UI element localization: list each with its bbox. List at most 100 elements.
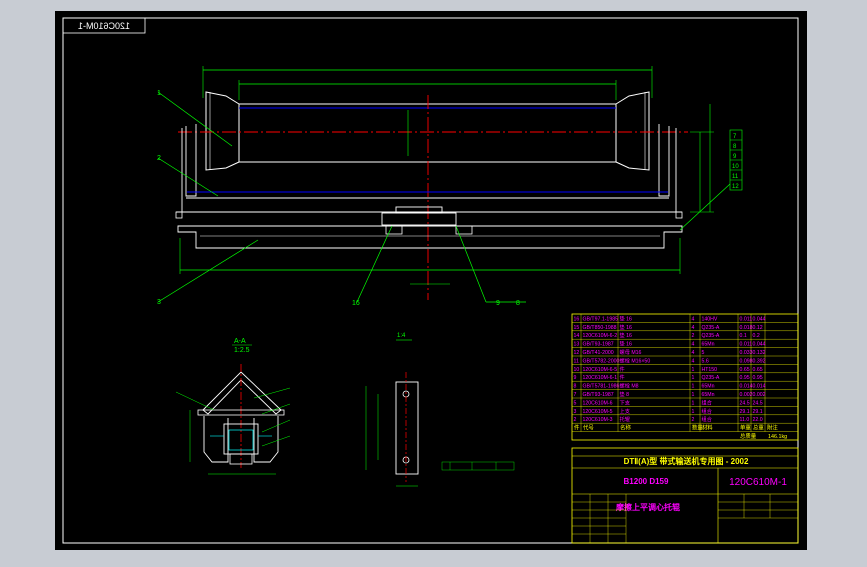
- bom-cell-qty: 4: [692, 350, 695, 356]
- bom-cell-code: 120C610M-6: [583, 400, 613, 406]
- bom-cell-name: 垫 16: [620, 340, 633, 348]
- bom-header-cell: 总重: [753, 424, 764, 432]
- bom-cell-code: 120C610M-6-2: [583, 333, 618, 339]
- bom-cell-idx: 7: [574, 392, 577, 398]
- drawing-sheet: [55, 11, 807, 550]
- balloon-11[interactable]: 11: [732, 174, 739, 180]
- bom-cell-w1: 0.033: [740, 350, 753, 356]
- bom-cell-qty: 4: [692, 325, 695, 331]
- bom-cell-w1: 24.5: [740, 400, 750, 406]
- roller-body: [238, 103, 617, 163]
- bom-cell-code: GB/T5781-1986: [583, 384, 620, 390]
- bom-cell-code: GB/T93-1987: [583, 392, 614, 398]
- bom-cell-code: GB/T93-1987: [583, 342, 614, 348]
- bom-cell-w2: 0.392: [753, 358, 766, 364]
- bom-cell-code: GB/T97.1-1985: [583, 316, 619, 322]
- balloon-8[interactable]: 8: [516, 300, 520, 307]
- balloon-9r[interactable]: 9: [733, 154, 737, 160]
- detail-scale: 1:4: [397, 333, 406, 339]
- mirrored-drawing-number: 120C610M-1: [78, 21, 130, 31]
- right-balloon-stack: 7 8 9 10 11 12: [729, 129, 743, 191]
- bom-cell-w1: 0.95: [740, 375, 750, 381]
- bom-cell-mat: 组合: [702, 398, 713, 406]
- bom-cell-mat: 65Mn: [702, 384, 715, 390]
- bom-cell-w1: 0.018: [740, 325, 753, 331]
- bom-cell-qty: 4: [692, 358, 695, 364]
- bom-cell-mat: 5.6: [702, 358, 709, 364]
- bom-cell-mat: Q235-A: [702, 333, 720, 339]
- bom-cell-w1: 0.011: [740, 342, 753, 348]
- bom-cell-idx: 15: [574, 325, 580, 331]
- bom-header-cell: 材料: [702, 424, 713, 432]
- right-flange-end: [615, 91, 650, 171]
- bom-cell-idx: 12: [574, 350, 580, 356]
- total-weight-value: 146.1kg: [768, 434, 787, 440]
- bom-cell-idx: 11: [574, 358, 579, 364]
- section-a-a-scale: 1:2.5: [234, 347, 250, 354]
- bom-cell-idx: 5: [574, 400, 577, 406]
- bom-cell-w2: 24.5: [753, 400, 763, 406]
- left-flange-end: [205, 91, 240, 171]
- bom-cell-qty: 1: [692, 375, 695, 381]
- bom-cell-qty: 1: [692, 409, 695, 415]
- bom-cell-name: 螺母 M16: [620, 348, 642, 356]
- balloon-1[interactable]: 1: [157, 90, 161, 97]
- bom-cell-mat: 组合: [702, 415, 713, 423]
- bom-cell-qty: 1: [692, 384, 695, 390]
- drawing-number: 120C610M-1: [729, 477, 787, 488]
- bom-cell-code: GB/T41-2000: [583, 350, 614, 356]
- balloon-9[interactable]: 9: [496, 300, 500, 307]
- bom-cell-mat: HT150: [702, 367, 718, 373]
- bom-cell-qty: 1: [692, 392, 695, 398]
- bom-cell-name: 螺栓 M16×50: [620, 356, 651, 364]
- bom-cell-mat: Q235-A: [702, 375, 720, 381]
- bom-cell-name: 垫 8: [620, 390, 630, 398]
- bom-cell-w2: 0.014: [753, 384, 766, 390]
- bom-cell-w2: 22.0: [753, 417, 763, 423]
- bom-cell-qty: 4: [692, 342, 695, 348]
- balloon-10[interactable]: 10: [732, 164, 739, 170]
- bom-cell-mat: 140HV: [702, 316, 718, 322]
- balloon-3[interactable]: 3: [157, 299, 161, 306]
- bom-cell-mat: 65Mn: [702, 342, 715, 348]
- series-title: DTⅡ(A)型 带式输送机专用图 - 2002: [624, 456, 749, 466]
- balloon-12[interactable]: 12: [732, 184, 739, 190]
- bom-cell-code: GB/T850-1988: [583, 325, 617, 331]
- bom-cell-name: 下支: [620, 398, 630, 406]
- section-a-a-view: A-A 1:2.5: [175, 338, 291, 475]
- bom-cell-name: 托辊: [620, 415, 630, 423]
- sheet-border: [62, 17, 799, 544]
- balloon-7[interactable]: 7: [733, 134, 737, 140]
- notes-glyphs: [441, 461, 515, 471]
- bom-header-cell: 名称: [620, 424, 631, 432]
- bom-cell-name: 上支: [620, 407, 630, 415]
- bom-cell-qty: 1: [692, 400, 695, 406]
- part-name: 摩擦上平调心托辊: [615, 502, 680, 512]
- bom-cell-w2: 0.95: [753, 375, 763, 381]
- mirrored-number-box: [62, 17, 146, 34]
- bom-cell-name: 件: [620, 373, 625, 381]
- bom-cell-idx: 8: [574, 384, 577, 390]
- bom-cell-w2: 0.044: [753, 316, 766, 322]
- total-weight-label: 总质量: [740, 432, 757, 440]
- bom-cell-w1: 0.014: [740, 384, 753, 390]
- bom-cell-w1: 11.0: [740, 417, 750, 423]
- balloon-2[interactable]: 2: [157, 155, 161, 162]
- bom-frame: [571, 313, 799, 441]
- bom-cell-qty: 1: [692, 367, 695, 373]
- balloon-8r[interactable]: 8: [733, 144, 737, 150]
- bom-cell-w2: 0.12: [753, 325, 763, 331]
- bracket-detail-view: 1:4: [365, 333, 419, 487]
- title-block: DTⅡ(A)型 带式输送机专用图 - 2002 B1200 D159 120C6…: [571, 447, 799, 544]
- bom-cell-mat: Q235-A: [702, 325, 720, 331]
- bom-cell-qty: 2: [692, 417, 695, 423]
- bom-cell-idx: 13: [574, 342, 580, 348]
- bom-cell-w2: 0.132: [753, 350, 766, 356]
- bom-cell-w2: 0.2: [753, 333, 760, 339]
- bom-cell-idx: 10: [574, 367, 580, 373]
- balloon-16[interactable]: 16: [352, 300, 360, 307]
- bom-cell-w1: 0.011: [740, 316, 753, 322]
